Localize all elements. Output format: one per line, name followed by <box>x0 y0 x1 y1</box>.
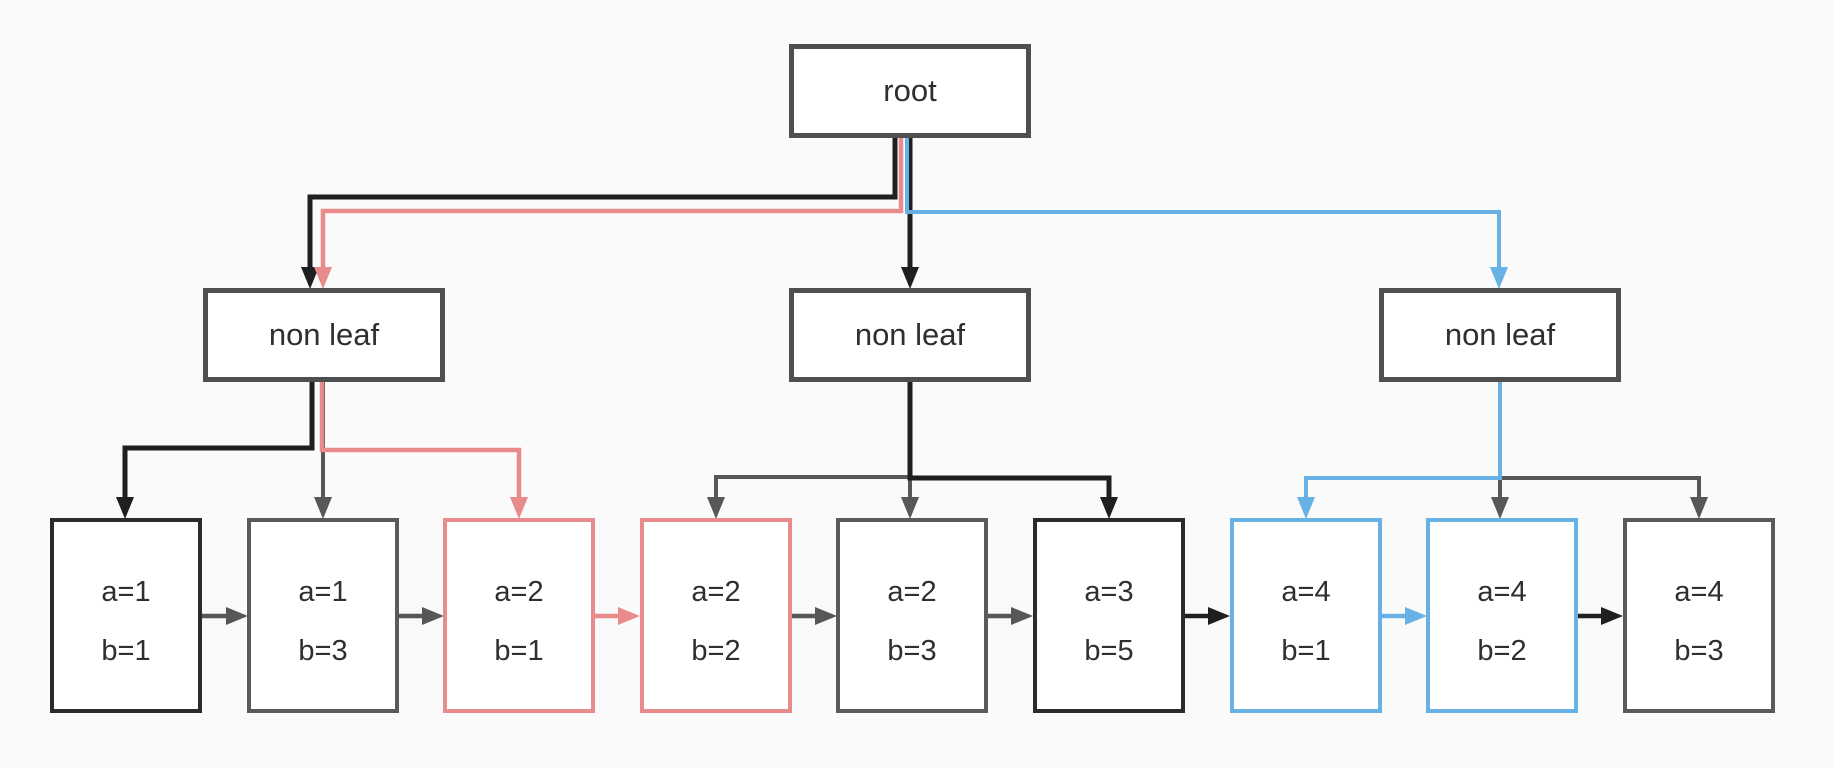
edge-nonleaf2-to-leaf4-gray <box>707 475 910 519</box>
non-leaf-label: non leaf <box>1444 317 1556 352</box>
leaf-value-b: b=1 <box>494 635 544 667</box>
non-leaf-node-3: non leaf <box>1379 288 1621 382</box>
leaf-node-9: a=4 b=3 <box>1623 518 1775 713</box>
non-leaf-node-2: non leaf <box>789 288 1031 382</box>
root-node: root <box>789 44 1031 138</box>
non-leaf-node-1: non leaf <box>203 288 445 382</box>
leaf-node-5: a=2 b=3 <box>836 518 988 713</box>
leaf-node-8: a=4 b=2 <box>1426 518 1578 713</box>
leaf-value-a: a=4 <box>1281 576 1331 608</box>
leaf-node-7: a=4 b=1 <box>1230 518 1382 713</box>
leaf-value-b: b=3 <box>1674 635 1724 667</box>
leaf-value-a: a=1 <box>101 576 151 608</box>
leaf-value-b: b=2 <box>1477 635 1527 667</box>
leaf-value-b: b=2 <box>691 635 741 667</box>
edge-root-to-nonleaf1-black <box>301 138 898 289</box>
leaf-value-a: a=2 <box>691 576 741 608</box>
edge-nonleaf1-to-leaf1-black <box>116 382 315 519</box>
edge-nonleaf3-to-leaf7-blue <box>1297 382 1502 519</box>
leaf-node-6: a=3 b=5 <box>1033 518 1185 713</box>
leaf-value-b: b=1 <box>101 635 151 667</box>
non-leaf-label: non leaf <box>854 317 966 352</box>
edge-root-to-nonleaf1-red <box>314 138 904 289</box>
leaf-node-1: a=1 b=1 <box>50 518 202 713</box>
leaf-value-a: a=3 <box>1084 576 1134 608</box>
edge-nonleaf3-to-leaf9-gray <box>1500 476 1708 519</box>
leaf-value-b: b=1 <box>1281 635 1331 667</box>
edge-root-to-nonleaf3-blue <box>905 138 1508 289</box>
leaf-value-b: b=3 <box>887 635 937 667</box>
leaf-value-b: b=5 <box>1084 635 1134 667</box>
leaf-value-a: a=2 <box>494 576 544 608</box>
root-label: root <box>883 73 937 108</box>
leaf-value-b: b=3 <box>298 635 348 667</box>
leaf-value-a: a=1 <box>298 576 348 608</box>
non-leaf-label: non leaf <box>268 317 380 352</box>
edge-nonleaf2-to-leaf6-black <box>907 382 1118 519</box>
leaf-node-3: a=2 b=1 <box>443 518 595 713</box>
edge-nonleaf1-to-leaf3-red <box>319 382 528 519</box>
leaf-value-a: a=4 <box>1674 576 1724 608</box>
leaf-node-4: a=2 b=2 <box>640 518 792 713</box>
leaf-node-2: a=1 b=3 <box>247 518 399 713</box>
leaf-value-a: a=4 <box>1477 576 1527 608</box>
leaf-value-a: a=2 <box>887 576 937 608</box>
